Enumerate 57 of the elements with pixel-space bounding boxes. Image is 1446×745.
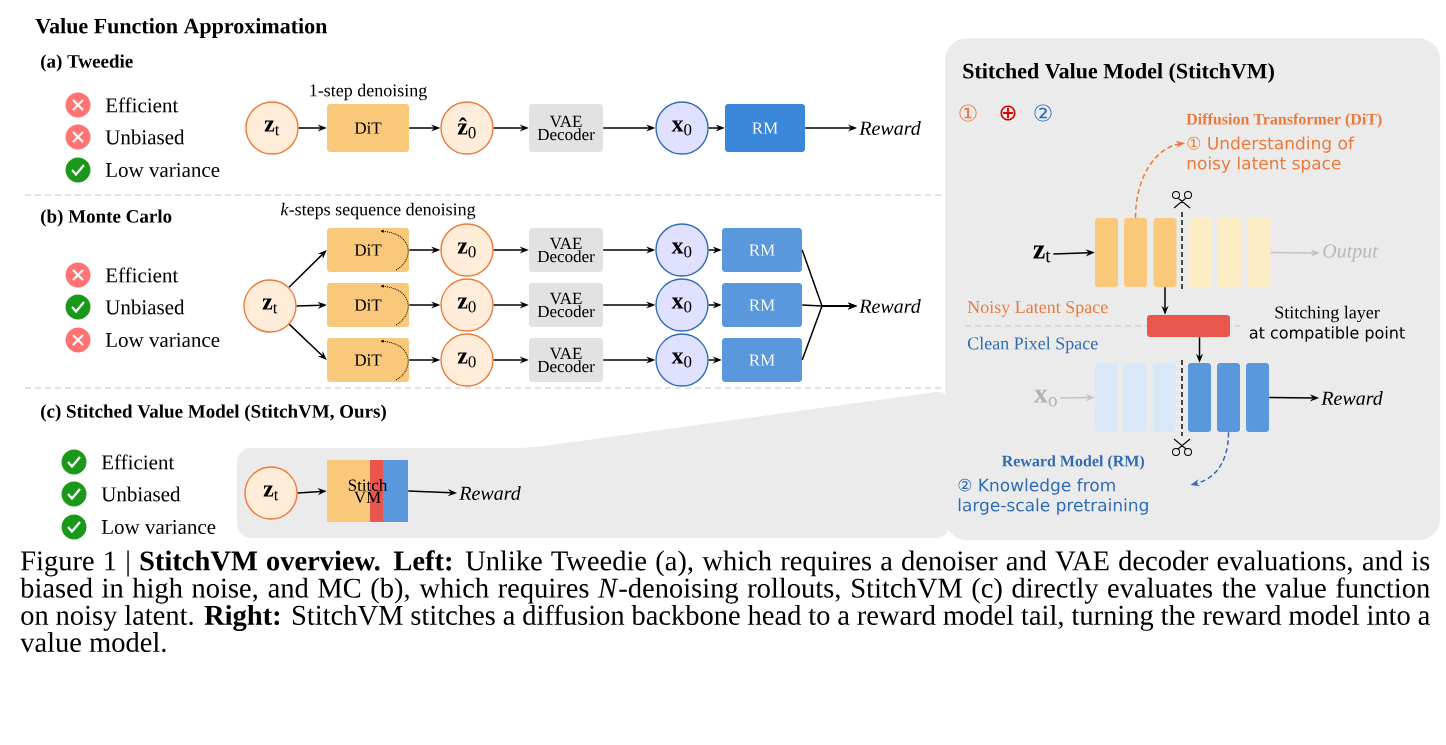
input-text: x$_{o}$ [1033,389,1057,407]
layer-bar [1124,218,1147,287]
criterion-text: Low variance [105,332,220,348]
layer-bar [1247,218,1271,287]
section-heading: (c) Stitched Value Model (StitchVM, Ours) [41,404,386,422]
criterion-text: Unbiased [105,299,185,315]
section-heading: (b) Monte Carlo [41,209,172,227]
process-box: RM [722,338,802,382]
layer-bar [1218,218,1241,287]
annotation-text: Stitching layer [1275,305,1380,323]
input-text: z$_{t}$ [1033,245,1051,263]
process-box: RM [725,104,805,152]
arrow [288,323,327,360]
layer-bar [1246,363,1269,432]
title: Value Function Approximation [35,18,328,38]
annotation-text: Diffusion Transformer (DiT) ① Understanding of noisy latent space [1186,113,1382,173]
section-heading: (a) Tweedie [41,54,133,72]
process-box: DiT [327,104,409,152]
annotation-text: at compatible point [1249,326,1405,342]
panel-heading: Stitched Value Model (StitchVM) [963,63,1274,83]
output-text: Reward [459,485,521,501]
criterion-text: Unbiased [101,486,181,502]
symbol-text: ① [959,104,977,122]
layer-bar [1095,363,1118,432]
process-box: DiT [327,338,409,382]
process-box: VAE Decoder [529,338,603,382]
process-box: VAE Decoder [529,228,603,272]
criterion-text: Efficient [105,267,179,283]
process-box: DiT [327,228,409,272]
layer-bar [1147,315,1230,337]
output-text: Reward [1321,390,1383,406]
criterion-text: Efficient [105,97,179,113]
annotation-text: Reward Model (RM) ② Knowledge from large-scale pretraining [958,455,1148,515]
annotation-text: k-steps sequence denoising [280,202,476,220]
region-label: Clean Pixel Space [967,336,1098,354]
process-box: RM [722,228,802,272]
output-text: Reward [859,298,921,314]
criterion-text: Low variance [101,519,216,535]
layer-bar [1095,218,1118,287]
criterion-text: Unbiased [105,129,185,145]
process-box: VAE Decoder [529,104,603,152]
symbol-text: ② [1034,104,1052,122]
layer-bar [1153,218,1177,287]
caption: Figure 1 | StitchVM overview. Left: Unlike Tweedie (a), which requires a denoiser and VAE decoder evaluations, and is biased in high noise, and MC (b), which requires N-denoising rollouts, StitchVM (c) directly evaluates the value function on noisy latent. Right: StitchVM stitches a diffusion backbone head to a reward model tail, turning the reward model into a value model. [20,550,1430,653]
criterion-text: Low variance [105,162,220,178]
process-box: VAE Decoder [529,283,603,327]
criterion-text: Efficient [101,454,175,470]
annotation-text: 1-step denoising [310,83,427,101]
output-text: Reward [859,120,921,136]
arrow [288,250,327,288]
process-box: DiT [327,283,409,327]
region-label: Noisy Latent Space [967,301,1108,317]
layer-bar [1217,363,1240,432]
symbol-text: ⊕ [1000,105,1016,121]
layer-bar [1189,218,1212,287]
layer-bar [1188,363,1211,432]
process-box: RM [722,283,802,327]
